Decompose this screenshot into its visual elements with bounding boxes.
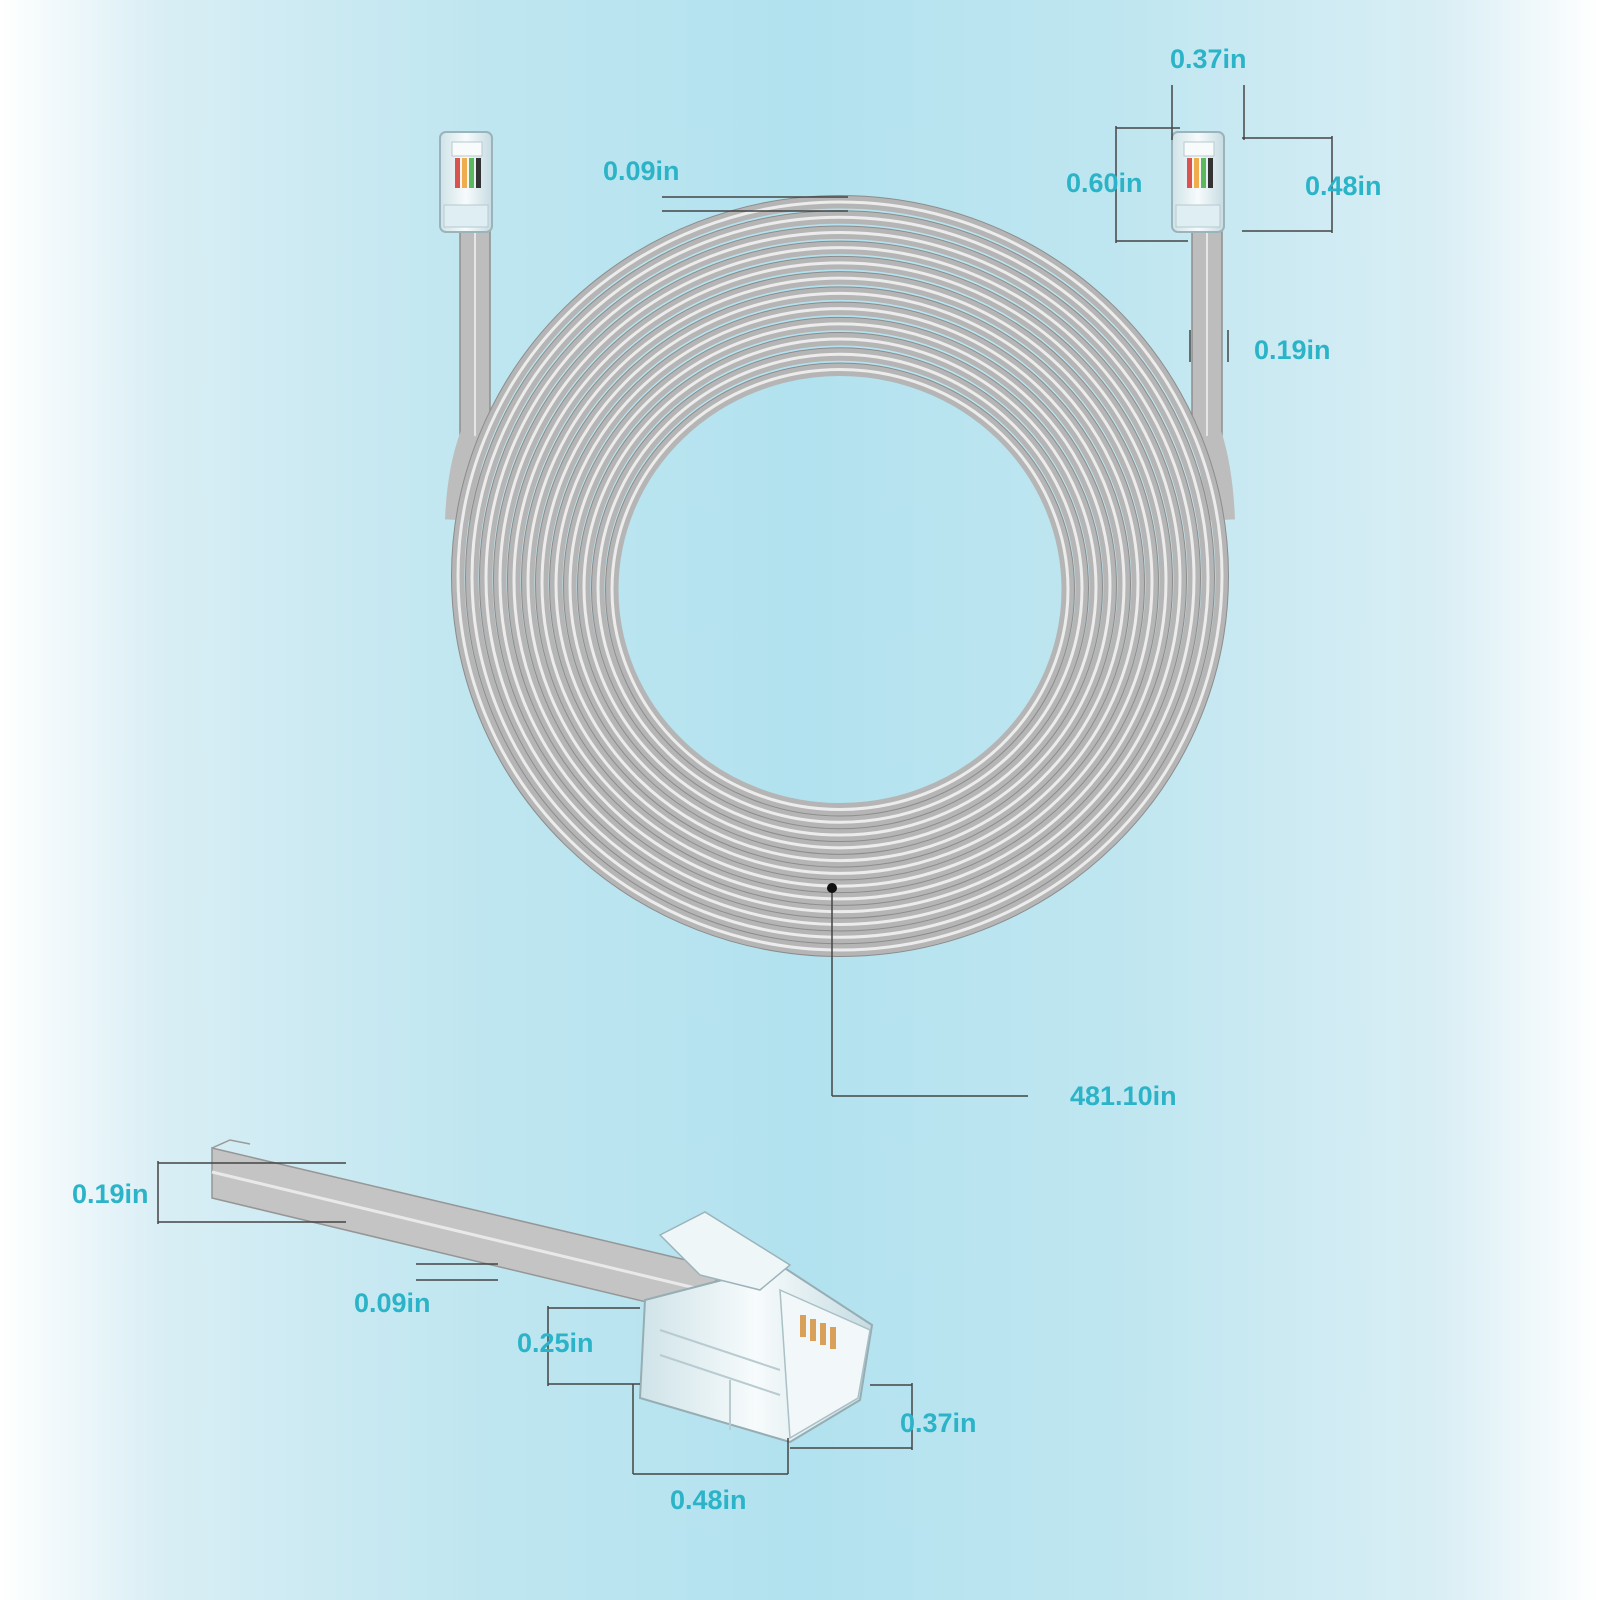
- cable-loop-highlight: [582, 337, 1098, 837]
- top-right-plug-wires: [1187, 158, 1213, 188]
- detail-cable: [211, 1139, 721, 1317]
- label-detail-plug-length: 0.48in: [670, 1485, 747, 1515]
- cable-loop-edge: [577, 332, 1103, 843]
- cable-loop-highlight: [456, 200, 1224, 952]
- label-top-plug-width: 0.37in: [1170, 44, 1247, 74]
- cable-loop: [605, 363, 1075, 816]
- bottom-dimension-lines: [157, 1161, 913, 1475]
- cable-loop-highlight: [484, 230, 1196, 926]
- cable-loop-edge: [563, 316, 1117, 855]
- label-cable-length: 481.10in: [1070, 1081, 1177, 1111]
- cable-loop-highlight: [470, 215, 1210, 939]
- cable-loop-highlight: [512, 261, 1168, 901]
- label-detail-plug-latch: 0.25in: [517, 1328, 594, 1358]
- coiled-cable: [451, 195, 1229, 957]
- top-right-rj11-plug: [1171, 131, 1225, 233]
- label-top-cable-width: 0.19in: [1254, 335, 1331, 365]
- detail-plug-contacts: [800, 1315, 836, 1349]
- label-detail-plug-width: 0.37in: [900, 1408, 977, 1438]
- cable-loop: [577, 332, 1103, 842]
- top-dimension-lines: [662, 85, 1333, 1097]
- cable-loop-highlight: [610, 368, 1070, 811]
- length-marker-dot: [827, 883, 837, 893]
- cable-loop-highlight: [554, 307, 1126, 863]
- cable-loop: [563, 317, 1117, 855]
- label-top-plug-height: 0.48in: [1305, 171, 1382, 201]
- cable-loop-edge: [451, 195, 1229, 957]
- top-left-plug-wires: [455, 158, 481, 188]
- cable-loop: [591, 347, 1089, 829]
- cable-loop-edge: [605, 362, 1075, 817]
- cable-loop-edge: [507, 255, 1173, 906]
- cable-loop-edge: [549, 301, 1131, 868]
- label-top-jacket-thickness: 0.09in: [603, 156, 680, 186]
- cable-loop-edge: [479, 225, 1201, 932]
- label-top-plug-length: 0.60in: [1066, 168, 1143, 198]
- cable-loop-edge: [535, 286, 1145, 881]
- cable-loop-edge: [521, 271, 1159, 894]
- label-detail-jacket-thickness: 0.09in: [354, 1288, 431, 1318]
- cable-loop-highlight: [568, 322, 1112, 850]
- cable-loop-edge: [493, 240, 1187, 919]
- cable-loop-edge: [591, 347, 1089, 830]
- label-detail-cable-width: 0.19in: [72, 1179, 149, 1209]
- cable-loop: [549, 302, 1131, 868]
- cable-loop: [535, 286, 1145, 880]
- cable-loop-highlight: [526, 276, 1154, 888]
- top-left-rj11-plug: [439, 131, 493, 233]
- cable-loop-highlight: [596, 352, 1084, 824]
- detail-rj11-plug: [638, 1211, 874, 1444]
- cable-loop-highlight: [498, 246, 1182, 914]
- cable-loop-highlight: [540, 291, 1140, 875]
